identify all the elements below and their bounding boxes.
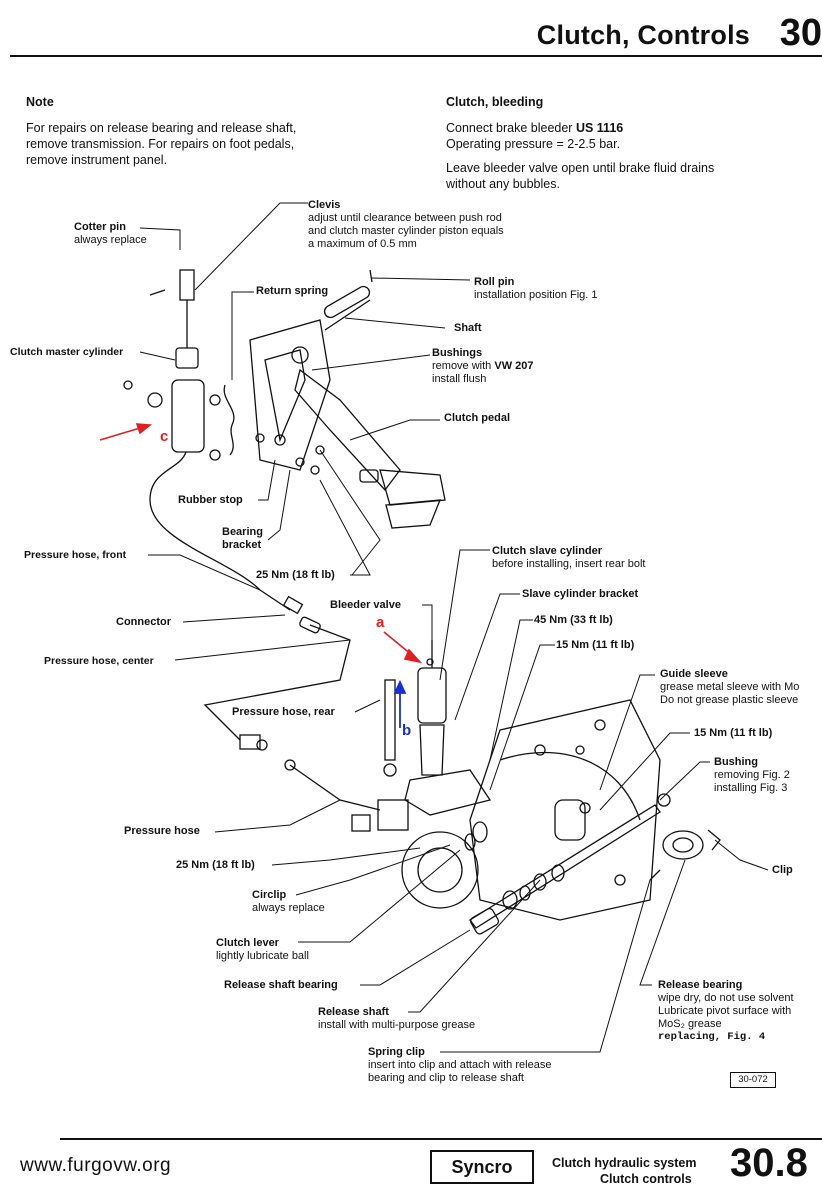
label-torque-15-a: 15 Nm (11 ft lb): [556, 639, 635, 651]
label-slave-bracket: Slave cylinder bracket: [522, 588, 639, 600]
label-torque-15-b: 15 Nm (11 ft lb): [694, 727, 773, 739]
label-torque-25-a: 25 Nm (18 ft lb): [256, 569, 335, 581]
annotation-c: c: [160, 428, 169, 445]
label-shaft: Shaft: [454, 322, 482, 334]
bleeding-heading: Clutch, bleeding: [446, 95, 544, 109]
annotation-a: a: [376, 614, 385, 631]
annotation-b: b: [402, 722, 412, 739]
label-cotter-pin: Cotter pin always replace: [74, 221, 147, 246]
label-bleeder-valve: Bleeder valve: [330, 599, 401, 611]
label-torque-45: 45 Nm (33 ft lb): [534, 614, 613, 626]
bleeding-line: Leave bleeder valve open until brake flu…: [446, 161, 715, 175]
header-rule: [10, 55, 822, 57]
leader-lines: [139, 202, 769, 1053]
label-release-shaft-bearing: Release shaft bearing: [224, 979, 338, 991]
note-line: For repairs on release bearing and relea…: [26, 121, 297, 135]
label-bushing: Bushing removing Fig. 2 installing Fig. …: [714, 756, 790, 794]
label-release-bearing: Release bearing wipe dry, do not use sol…: [658, 979, 794, 1043]
website-watermark: www.furgovw.org: [20, 1155, 172, 1176]
label-pressure-hose-center: Pressure hose, center: [44, 655, 154, 667]
label-circlip: Circlip always replace: [252, 889, 325, 914]
transmission-housing-drawing: [401, 699, 661, 921]
label-return-spring: Return spring: [256, 285, 329, 297]
section-number: 30: [779, 12, 822, 54]
label-connector: Connector: [116, 616, 171, 628]
bleeding-line: Operating pressure = 2-2.5 bar.: [446, 137, 621, 151]
pressure-hose-drawing: [284, 759, 409, 832]
note-line: remove instrument panel.: [26, 153, 168, 167]
label-clutch-lever: Clutch lever lightly lubricate ball: [216, 937, 309, 962]
label-pressure-hose-rear: Pressure hose, rear: [232, 706, 335, 718]
note-heading: Note: [26, 95, 54, 109]
label-rubber-stop: Rubber stop: [178, 494, 243, 506]
label-clevis: Clevis adjust until clearance between pu…: [308, 199, 504, 250]
footer-rule: [60, 1138, 822, 1140]
slave-cylinder-drawing: [404, 640, 492, 816]
label-spring-clip: Spring clip insert into clip and attach …: [368, 1046, 552, 1084]
pressure-hose-center-drawing: [203, 616, 397, 777]
label-master-cylinder: Clutch master cylinder: [10, 346, 124, 358]
label-bearing-bracket: Bearing bracket: [222, 526, 263, 551]
master-cylinder-drawing: [123, 269, 304, 615]
bleeding-text: Connect brake bleeder US 1116 Operating …: [446, 120, 786, 192]
pedal-bracket-drawing: [223, 269, 373, 471]
release-shaft-drawing: [464, 793, 721, 935]
annotation-arrows: [99, 423, 423, 728]
bleeding-line: Connect brake bleeder US 1116: [446, 121, 624, 135]
footer-section-line2: Clutch controls: [600, 1172, 692, 1186]
label-pressure-hose: Pressure hose: [124, 825, 200, 837]
label-release-shaft: Release shaft install with multi-purpose…: [318, 1006, 476, 1031]
label-bushings: Bushings remove with VW 207 install flus…: [432, 347, 534, 385]
figure-reference: 30-072: [730, 1072, 776, 1088]
page-title: Clutch, Controls: [536, 20, 750, 50]
label-guide-sleeve: Guide sleeve grease metal sleeve with Mo…: [660, 668, 800, 706]
label-slave-cylinder: Clutch slave cylinder before installing,…: [492, 545, 646, 570]
bleeding-line: without any bubbles.: [446, 177, 560, 191]
label-clutch-pedal: Clutch pedal: [444, 412, 511, 424]
model-box: Syncro: [430, 1150, 534, 1184]
label-roll-pin: Roll pin installation position Fig. 1: [474, 276, 598, 301]
label-pressure-hose-front: Pressure hose, front: [24, 549, 127, 561]
note-text: For repairs on release bearing and relea…: [26, 120, 296, 168]
note-line: remove transmission. For repairs on foot…: [26, 137, 295, 151]
label-clip: Clip: [772, 864, 793, 876]
label-torque-25-b: 25 Nm (18 ft lb): [176, 859, 255, 871]
footer-page-number: 30.8: [730, 1141, 808, 1185]
footer-section-line1: Clutch hydraulic system: [552, 1156, 697, 1170]
clutch-pedal-drawing: [294, 368, 446, 529]
